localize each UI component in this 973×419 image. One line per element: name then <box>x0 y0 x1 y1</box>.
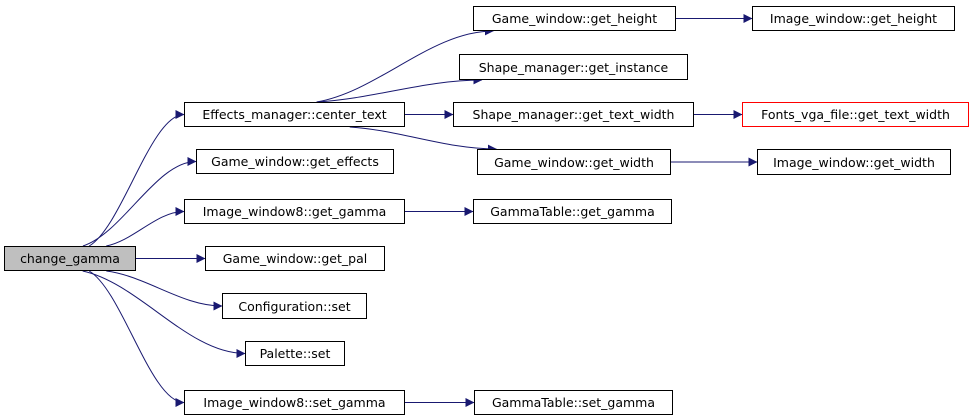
node-shape-manager-get-instance[interactable]: Shape_manager::get_instance <box>459 54 688 80</box>
node-fonts-vga-file-get-text-width[interactable]: Fonts_vga_file::get_text_width <box>742 102 969 127</box>
node-change-gamma: change_gamma <box>4 246 136 271</box>
node-game-window-get-pal[interactable]: Game_window::get_pal <box>205 246 385 271</box>
node-image-window8-get-gamma[interactable]: Image_window8::get_gamma <box>184 199 405 224</box>
edge-change_gamma-to-game_window_get_effects <box>82 157 197 247</box>
node-shape-manager-get-text-width[interactable]: Shape_manager::get_text_width <box>453 102 694 127</box>
node-configuration-set[interactable]: Configuration::set <box>222 293 367 319</box>
node-game-window-get-effects[interactable]: Game_window::get_effects <box>196 149 394 174</box>
edge-effects_center_text-to-shape_manager_get_instance <box>316 75 483 103</box>
node-image-window8-set-gamma[interactable]: Image_window8::set_gamma <box>184 390 405 415</box>
node-game-window-get-width[interactable]: Game_window::get_width <box>477 149 671 175</box>
node-palette-set[interactable]: Palette::set <box>245 341 345 366</box>
edge-change_gamma-to-configuration_set <box>106 270 223 311</box>
edge-change_gamma-to-effects_center_text <box>88 110 185 247</box>
edge-change_gamma-to-image_window8_get_gamma <box>106 207 185 247</box>
edge-effects_center_text-to-game_window_get_width <box>349 126 497 154</box>
node-game-window-get-height[interactable]: Game_window::get_height <box>473 6 676 31</box>
edge-effects_center_text-to-game_window_get_height <box>316 26 494 103</box>
edge-change_gamma-to-palette_set <box>82 270 246 358</box>
node-gammatable-get-gamma[interactable]: GammaTable::get_gamma <box>473 199 672 224</box>
node-gammatable-set-gamma[interactable]: GammaTable::set_gamma <box>474 390 673 415</box>
node-image-window-get-height[interactable]: Image_window::get_height <box>752 6 955 31</box>
node-image-window-get-width[interactable]: Image_window::get_width <box>757 149 951 175</box>
edge-change_gamma-to-image_window8_set_gamma <box>88 270 185 407</box>
node-effects-manager-center-text[interactable]: Effects_manager::center_text <box>184 102 405 127</box>
